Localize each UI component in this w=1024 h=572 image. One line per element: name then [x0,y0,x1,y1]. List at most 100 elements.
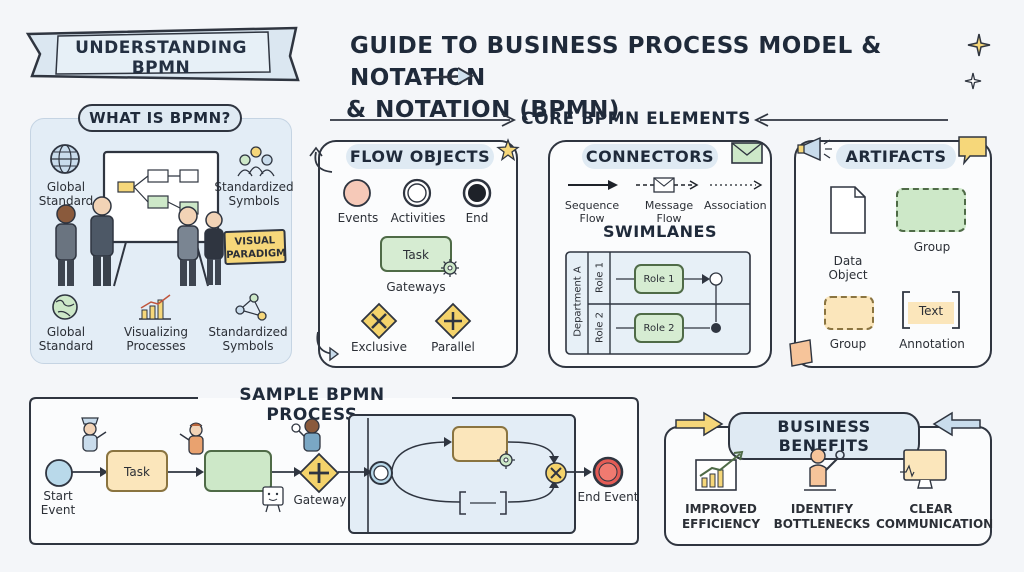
banner-title: UNDERSTANDING BPMN [75,38,247,78]
text-annotation-text: Text [908,302,954,324]
sample-subtask-bracket [459,491,507,515]
events-label: Events [337,211,379,225]
end-event-icon [462,178,492,208]
star-icon [496,138,520,162]
exclusive-gateway-icon [360,302,398,340]
swimlanes-title: SWIMLANES [603,222,717,241]
chat-bubble-icon [958,136,987,166]
megaphone-icon [797,136,832,162]
sample-flow-lines [72,418,592,532]
standardized-symbols-label-bottom: Standardized Symbols [208,325,288,353]
sparkle-icon [967,33,991,57]
artifacts-title: ARTIFACTS [836,144,956,169]
swirl-arrow-icon [309,146,333,173]
bar-chart-icon [139,294,171,320]
sample-task-box: Task [106,450,168,492]
gear-icon [497,451,515,469]
users-icon [237,146,275,177]
mail-icon [731,142,763,164]
role2-task-label: Role 2 [643,323,675,334]
clear-communication-label: CLEAR COMMUNICATION [876,502,994,531]
gateways-label: Gateways [386,280,446,294]
start-event-label: Start Event [40,489,76,517]
worker-figure-1 [81,417,107,452]
growth-chart-icon [695,450,744,491]
parallel-gateway-icon [434,302,472,340]
flow-objects-title: FLOW OBJECTS [346,144,494,169]
start-event-icon [343,179,371,207]
benefits-arrow-right-icon [932,411,981,437]
network-icon [235,293,267,321]
text-annotation-bracket [902,291,960,329]
sparkle-icon [964,72,982,90]
gateway-label: Gateway [293,493,347,507]
group-top-label: Group [913,240,951,254]
sequence-flow-label: Sequence Flow [564,199,620,225]
end-event-label: End Event [577,490,639,504]
identify-bottlenecks-label: IDENTIFY BOTTLENECKS [773,502,871,531]
role1-task-label: Role 1 [643,274,675,285]
artifacts-panel [794,140,992,368]
improved-efficiency-label: IMPROVED EFFICIENCY [681,502,761,531]
activity-event-icon [402,178,432,208]
task-box: Task [380,236,452,272]
core-heading-arrows [330,113,948,127]
association-label: Association [704,199,767,212]
sample-gateway [298,452,340,494]
sample-activity-box [204,450,272,492]
what-is-bpmn-heading: WHAT IS BPMN? [78,104,242,132]
parallel-label: Parallel [431,340,475,354]
sequence-flow-arrow [568,180,618,190]
exclusive-label: Exclusive [350,340,408,354]
visual-paradigm-badge: VISUAL PARADIGM [223,228,287,266]
page-title: GUIDE TO BUSINESS PROCESS MODEL & NOTATI… [346,30,970,126]
sample-intermediate-event [369,461,393,485]
message-flow-arrow [636,177,699,193]
sticky-note-icon [789,339,813,367]
group-top-box [896,188,966,232]
paper-character-icon [262,486,284,513]
benefits-arrow-left-icon [675,411,724,437]
swimlane-pool [565,251,751,355]
people-illustration [55,196,224,286]
message-flow-label: Message Flow [644,199,694,225]
data-object-label: Data Object [828,254,868,282]
ribbon-banner [25,26,300,82]
page-title-line1: GUIDE TO BUSINESS PROCESS MODEL & NOTATI… [350,33,882,91]
core-elements-heading: CORE BPMN ELEMENTS [521,109,751,129]
task-box-label: Task [403,248,429,262]
global-standard-label-top: Global Standard [38,180,94,208]
page-title-line2: & NOTATION (BPMN) [346,97,620,123]
sample-merge-gateway [545,462,567,484]
sample-end-event [592,456,624,488]
sample-start-event [45,459,73,487]
department-lane-label: Department A [572,266,584,337]
sample-subtask-top [452,426,508,462]
global-standard-label-bottom: Global Standard [38,325,94,353]
group-bottom-label: Group [829,337,867,351]
sample-task-label: Task [124,465,150,479]
connectors-title: CONNECTORS [582,144,718,169]
data-object-icon [830,186,866,234]
role1-lane-label: Role 1 [594,261,606,294]
decor-arrow-icon [423,67,475,85]
worker-figure-2 [179,422,204,455]
activities-label: Activities [390,211,446,225]
gear-icon [441,259,459,277]
visual-paradigm-badge-text: VISUAL PARADIGM [226,235,287,262]
visualizing-processes-label: Visualizing Processes [123,325,188,353]
role2-lane-label: Role 2 [594,311,606,344]
worker-figure-3 [291,418,321,452]
swirl-arrow-icon [316,331,340,362]
role2-task: Role 2 [634,313,684,343]
association-arrow [710,180,763,190]
annotation-label: Annotation [899,337,965,351]
standardized-symbols-label-top: Standardized Symbols [214,180,294,208]
role1-task: Role 1 [634,264,684,294]
globe-icon [50,144,80,174]
sample-process-heading: SAMPLE BPMN PROCESS [239,385,385,425]
end-label: End [465,211,489,225]
monitor-icon [900,449,947,489]
person-wrench-icon [804,448,845,491]
globe-icon [52,294,78,320]
